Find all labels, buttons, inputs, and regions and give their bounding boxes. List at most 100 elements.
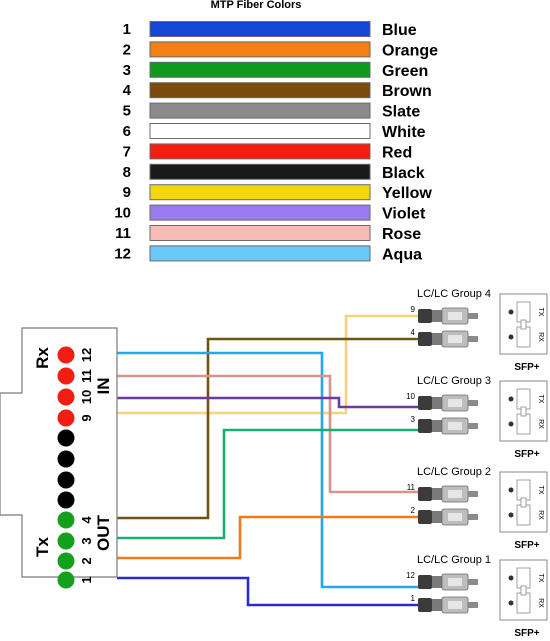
fiber-label-top: 10 [406,392,415,401]
tx-pin-1: 1 [79,576,94,583]
lc-connector-top [418,307,478,325]
fiber-label-top: 9 [411,305,416,314]
color-swatch-green [149,61,371,78]
tx-label: Tx [33,537,52,557]
fiber-number-8: 8 [123,164,131,181]
lc-connector-bottom [418,330,478,348]
rx-pin-11: 11 [79,369,94,383]
sfp-dot-rx [508,600,514,606]
wire-rose-11 [117,374,418,494]
fiber-dot-12 [57,346,75,364]
color-name-black: Black [382,165,425,182]
tx-pin-4: 4 [79,516,94,524]
fiber-number-10: 10 [114,205,131,222]
sfp-port-rx [516,413,531,435]
sfp-label: SFP+ [514,362,539,373]
fiber-number-12: 12 [114,245,131,262]
lc-boot [418,332,432,346]
fiber-number-7: 7 [123,143,131,160]
sfp-port-rx [516,326,531,348]
in-label: IN [94,378,113,395]
sfp-tx-label: TX [537,574,544,583]
fiber-dot-1 [57,571,75,589]
color-swatch-yellow [149,184,371,201]
sfp-port-tx [516,567,531,589]
color-swatch-slate [149,102,371,119]
sfp-latch [520,319,527,330]
fiber-number-1: 1 [123,21,131,38]
lc-ferrule [468,313,478,319]
fiber-dot-3 [57,532,75,550]
fiber-number-2: 2 [123,41,131,58]
wire-violet-10 [117,396,418,409]
color-swatch-red [149,143,371,160]
color-name-blue: Blue [382,22,417,39]
color-name-violet: Violet [382,206,426,223]
lc-ferrule [468,423,478,429]
fiber-dot-10 [57,388,75,406]
lc-collar [432,599,442,611]
wire-green-3 [117,428,418,540]
lc-boot [418,419,432,433]
lc-ferrule [468,579,478,585]
fiber-number-9: 9 [123,184,131,201]
lc-collar [432,420,442,432]
fiber-number-3: 3 [123,62,131,79]
lc-boot [418,487,432,501]
lc-window [448,513,462,521]
sfp-dot-rx [508,334,514,340]
fiber-number-4: 4 [123,82,132,99]
group-label: LC/LC Group 2 [417,466,491,478]
sfp-label: SFP+ [514,628,539,639]
fiber-label-bottom: 4 [411,328,416,337]
sfp-latch [520,497,527,508]
sfp-port-rx [516,504,531,526]
fiber-label-bottom: 2 [411,506,416,515]
fiber-label-bottom: 3 [411,415,416,424]
fiber-number-5: 5 [123,103,131,120]
color-swatch-black [149,163,371,180]
color-name-orange: Orange [382,42,438,59]
color-swatch-white [149,123,371,139]
rx-pin-12: 12 [79,348,94,362]
sfp-latch [520,406,527,417]
fiber-dot-8 [57,429,75,447]
lc-window [448,422,462,430]
wire-orange-2 [117,515,418,560]
sfp-dot-tx [508,309,514,315]
sfp-label: SFP+ [514,449,539,460]
group-label: LC/LC Group 4 [417,288,491,300]
lc-collar [432,310,442,322]
lc-connector-top [418,394,478,412]
color-swatch-aqua [149,245,371,262]
fiber-label-top: 12 [406,571,415,580]
fiber-dot-4 [57,511,75,529]
tx-pin-3: 3 [79,537,94,544]
sfp-latch [520,585,527,596]
sfp-dot-rx [508,421,514,427]
rx-label: Rx [33,347,52,369]
fiber-label-bottom: 1 [411,594,416,603]
lc-collar [432,397,442,409]
sfp-port-tx [516,301,531,323]
color-name-rose: Rose [382,226,421,243]
rx-pin-9: 9 [79,414,94,421]
lc-ferrule [468,491,478,497]
lc-boot [418,396,432,410]
sfp-rx-label: RX [537,598,544,608]
fiber-dot-7 [57,450,75,468]
sfp-dot-tx [508,396,514,402]
color-name-brown: Brown [382,83,432,100]
lc-ferrule [468,400,478,406]
color-swatch-blue [149,21,371,37]
color-name-white: White [382,124,426,141]
lc-window [448,490,462,498]
wire-aqua-12 [117,351,418,589]
sfp-port-rx [516,592,531,614]
fiber-dot-11 [57,367,75,385]
